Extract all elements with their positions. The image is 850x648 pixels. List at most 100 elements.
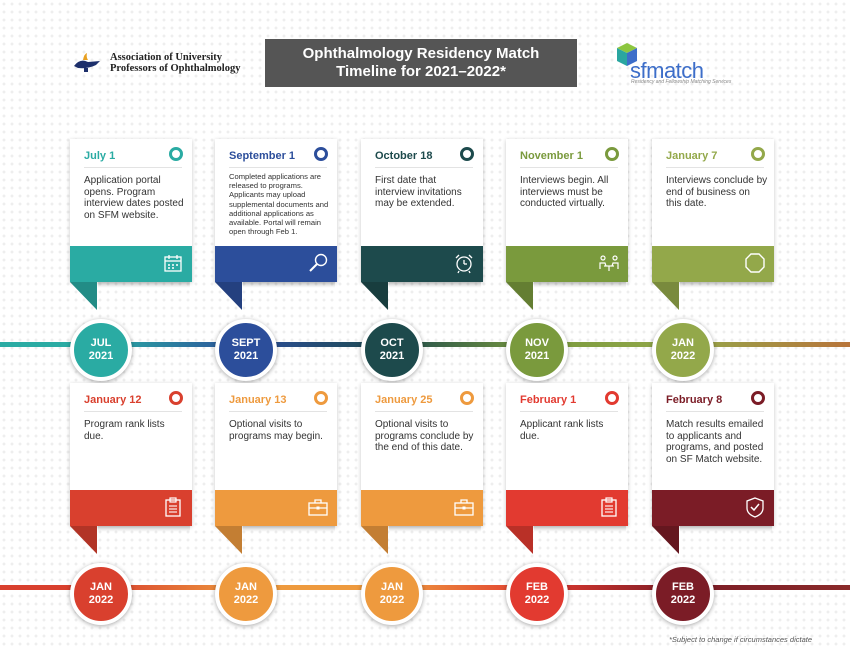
year-label: 2022 <box>670 350 696 362</box>
milestone-description: Match results emailed to applicants and … <box>666 419 764 465</box>
year-label: 2021 <box>88 350 114 362</box>
month-label: JAN <box>89 581 112 593</box>
card-divider <box>666 411 764 412</box>
milestone-marker-dot <box>169 147 183 161</box>
card-divider <box>229 411 327 412</box>
card-shadow <box>98 526 190 532</box>
milestone-date: October 18 <box>375 150 433 162</box>
card-color-band <box>215 246 337 282</box>
card-flag-fold <box>70 282 97 310</box>
milestone-description: Completed applications are released to p… <box>229 172 329 237</box>
lamp-icon <box>74 53 100 72</box>
title-line-1: Ophthalmology Residency Match <box>302 45 540 62</box>
cube-icon <box>617 43 637 66</box>
certificate-icon <box>746 497 764 518</box>
card-flag-fold <box>506 282 533 310</box>
year-label: 2022 <box>88 594 114 606</box>
sfmatch-logo: sfmatch Residency and Fellowship Matchin… <box>616 42 746 86</box>
milestone-description: Interviews begin. All interviews must be… <box>520 175 609 209</box>
milestone-description: Interviews conclude by end of business o… <box>666 175 768 209</box>
card-color-band <box>506 246 628 282</box>
card-shadow <box>534 526 626 532</box>
briefcase-icon <box>454 499 474 516</box>
org-name-line-1: Association of University <box>110 52 222 63</box>
milestone-marker-dot <box>460 147 474 161</box>
milestone-marker-dot <box>751 147 765 161</box>
timeline-line-lead <box>0 585 101 590</box>
year-label: 2021 <box>379 350 405 362</box>
month-label: NOV <box>525 337 549 349</box>
milestone-card: January 7 Interviews conclude by end of b… <box>652 139 774 282</box>
month-label: OCT <box>380 337 404 349</box>
card-color-band <box>215 490 337 526</box>
aupo-logo: Association of University Professors of … <box>70 52 240 74</box>
milestone-date: July 1 <box>84 150 116 162</box>
card-shadow <box>680 526 772 532</box>
card-color-band <box>506 490 628 526</box>
timeline-line-segment <box>537 585 683 590</box>
milestone-card: November 1 Interviews begin. All intervie… <box>506 139 628 282</box>
card-flag-fold <box>361 526 388 554</box>
card-divider <box>520 167 618 168</box>
milestone-marker-dot <box>751 391 765 405</box>
month-label: JAN <box>671 337 694 349</box>
milestone-date: January 7 <box>666 150 718 162</box>
card-divider <box>84 167 182 168</box>
card-divider <box>229 167 327 168</box>
milestone-description: Optional visits to programs may begin. <box>229 419 323 442</box>
month-label: JUL <box>90 337 112 349</box>
card-flag-fold <box>70 526 97 554</box>
year-label: 2022 <box>670 594 696 606</box>
card-flag-fold <box>361 282 388 310</box>
year-label: 2022 <box>524 594 550 606</box>
card-flag-fold <box>215 526 242 554</box>
card-divider <box>666 167 764 168</box>
milestone-date: November 1 <box>520 150 583 162</box>
timeline-line-segment <box>392 585 537 590</box>
card-color-band <box>652 246 774 282</box>
milestone-marker-dot <box>169 391 183 405</box>
card-flag-fold <box>652 282 679 310</box>
timeline-line-segment <box>101 585 246 590</box>
milestone-marker-dot <box>460 391 474 405</box>
card-flag-fold <box>506 526 533 554</box>
milestone-card: October 18 First date that interview invi… <box>361 139 483 282</box>
sfmatch-tagline: Residency and Fellowship Matching Servic… <box>631 79 732 85</box>
timeline-line-segment <box>683 585 850 590</box>
timeline-line-segment <box>537 342 683 347</box>
card-shadow <box>534 282 626 288</box>
interview-icon <box>599 255 619 271</box>
card-shadow <box>389 282 481 288</box>
month-label: FEB <box>526 581 548 593</box>
octagon-icon <box>745 253 765 273</box>
timeline-line-segment <box>392 342 537 347</box>
milestone-marker-dot <box>605 391 619 405</box>
card-color-band <box>70 246 192 282</box>
milestone-marker-dot <box>314 391 328 405</box>
card-color-band <box>70 490 192 526</box>
year-label: 2022 <box>233 594 259 606</box>
milestone-description: Applicant rank lists due. <box>520 419 604 442</box>
card-flag-fold <box>652 526 679 554</box>
card-divider <box>520 411 618 412</box>
month-label: JAN <box>380 581 403 593</box>
clipboard-icon <box>601 497 617 517</box>
card-divider <box>375 411 473 412</box>
calendar-icon <box>164 255 182 272</box>
milestone-description: First date that interview invitations ma… <box>375 175 462 209</box>
alarm-clock-icon <box>455 254 473 274</box>
card-color-band <box>361 490 483 526</box>
org-name-line-2: Professors of Ophthalmology <box>110 63 241 74</box>
footnote: *Subject to change if circumstances dict… <box>669 635 812 644</box>
